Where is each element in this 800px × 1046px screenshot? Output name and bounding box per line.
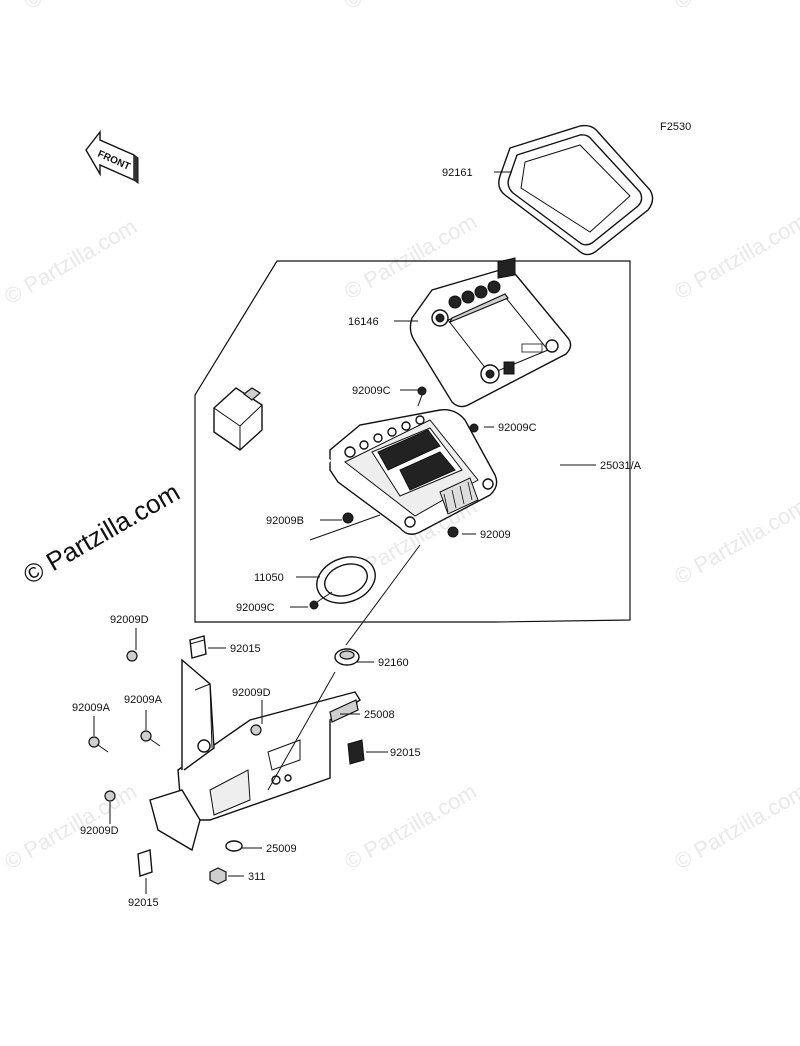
watermark-main: © Partzilla.com	[18, 477, 185, 591]
screw-92009	[447, 526, 459, 538]
callout-311: 311	[248, 871, 266, 883]
callout-11050: 11050	[254, 572, 284, 584]
callout-92161: 92161	[442, 167, 473, 179]
watermark: © Partzilla.com	[0, 779, 141, 875]
nut-311	[209, 867, 227, 885]
bolt-92009D-bottom	[104, 790, 116, 802]
wire-connector	[213, 387, 263, 451]
callout-92009C-top: 92009C	[352, 385, 391, 397]
watermark: © Partzilla.com	[670, 779, 800, 875]
clip-nut-92015-bottom	[137, 849, 153, 877]
watermark: © Partzilla.com	[670, 0, 800, 14]
callout-25031A: 25031/A	[600, 460, 642, 472]
screw-92009C-bottom	[309, 591, 333, 610]
callout-25008: 25008	[364, 709, 395, 721]
bolt-92009D-mid	[250, 724, 262, 736]
watermark: © Partzilla.com	[340, 0, 481, 14]
screw-92009B	[342, 512, 354, 524]
meter-cover-92161	[498, 124, 654, 256]
callout-25009: 25009	[266, 843, 297, 855]
callout-92160: 92160	[378, 657, 409, 669]
assembly-boundary-25031A	[194, 260, 631, 623]
gasket-11050	[316, 556, 376, 604]
callout-92009B: 92009B	[266, 515, 304, 527]
callout-92009C-bottom: 92009C	[236, 602, 275, 614]
leader-lines	[93, 171, 596, 894]
callout-16146: 16146	[348, 316, 379, 328]
bolt-92009D-top	[126, 650, 138, 662]
callout-92009C-right: 92009C	[498, 422, 537, 434]
meter-unit	[260, 409, 498, 535]
screw-92009C-right	[469, 423, 479, 433]
callout-labels: 92161 16146 92009C 92009C 25031/A 92009B…	[72, 167, 642, 909]
clip-nut-92015-right	[347, 739, 365, 765]
callout-92015-right: 92015	[390, 747, 421, 759]
grommet-92160	[334, 648, 360, 666]
watermark: © Partzilla.com	[20, 0, 161, 14]
callout-92009A-left: 92009A	[72, 702, 111, 714]
bolt-92009A-mid	[140, 730, 161, 747]
watermark: © Partzilla.com	[0, 214, 141, 310]
clip-nut-92015-top	[189, 635, 207, 659]
bracket-25008	[149, 658, 361, 852]
diagram-code: F2530	[660, 121, 691, 133]
front-arrow: FRONT	[85, 129, 139, 184]
bolt-92009A-left	[88, 736, 109, 753]
callout-92009D-mid: 92009D	[232, 687, 271, 699]
callout-92015-top: 92015	[230, 643, 261, 655]
screw-92009C-top	[417, 386, 427, 407]
watermark: © Partzilla.com	[670, 209, 800, 305]
callout-92009D-top: 92009D	[110, 614, 149, 626]
washer-25009	[225, 840, 243, 852]
callout-92009D-bottom: 92009D	[80, 825, 119, 837]
watermark: © Partzilla.com	[340, 779, 481, 875]
callout-92015-bottom: 92015	[128, 897, 159, 909]
watermark: © Partzilla.com	[670, 494, 800, 590]
callout-92009A-mid: 92009A	[124, 694, 163, 706]
callout-92009: 92009	[480, 529, 511, 541]
meter-case-16146	[409, 257, 572, 408]
